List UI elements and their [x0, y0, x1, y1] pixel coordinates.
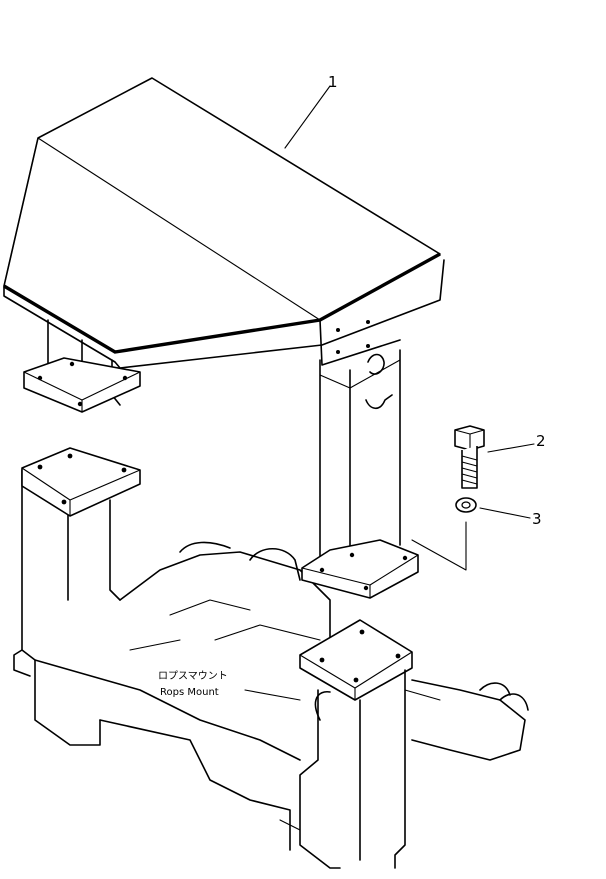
leader-line-3	[479, 507, 531, 519]
assembly-line	[411, 521, 467, 571]
callout-3: 3	[532, 510, 542, 528]
callout-1: 1	[328, 73, 338, 91]
rops-canopy	[3, 77, 445, 599]
part-label-english: Rops Mount	[160, 687, 219, 698]
leader-line-1	[284, 85, 331, 149]
washer	[455, 497, 477, 513]
callout-2: 2	[536, 432, 546, 450]
rops-mount-frame	[13, 447, 529, 869]
part-label-japanese: ロプスマウント	[158, 670, 228, 682]
bolt	[454, 425, 485, 489]
leader-line-2	[487, 443, 535, 453]
